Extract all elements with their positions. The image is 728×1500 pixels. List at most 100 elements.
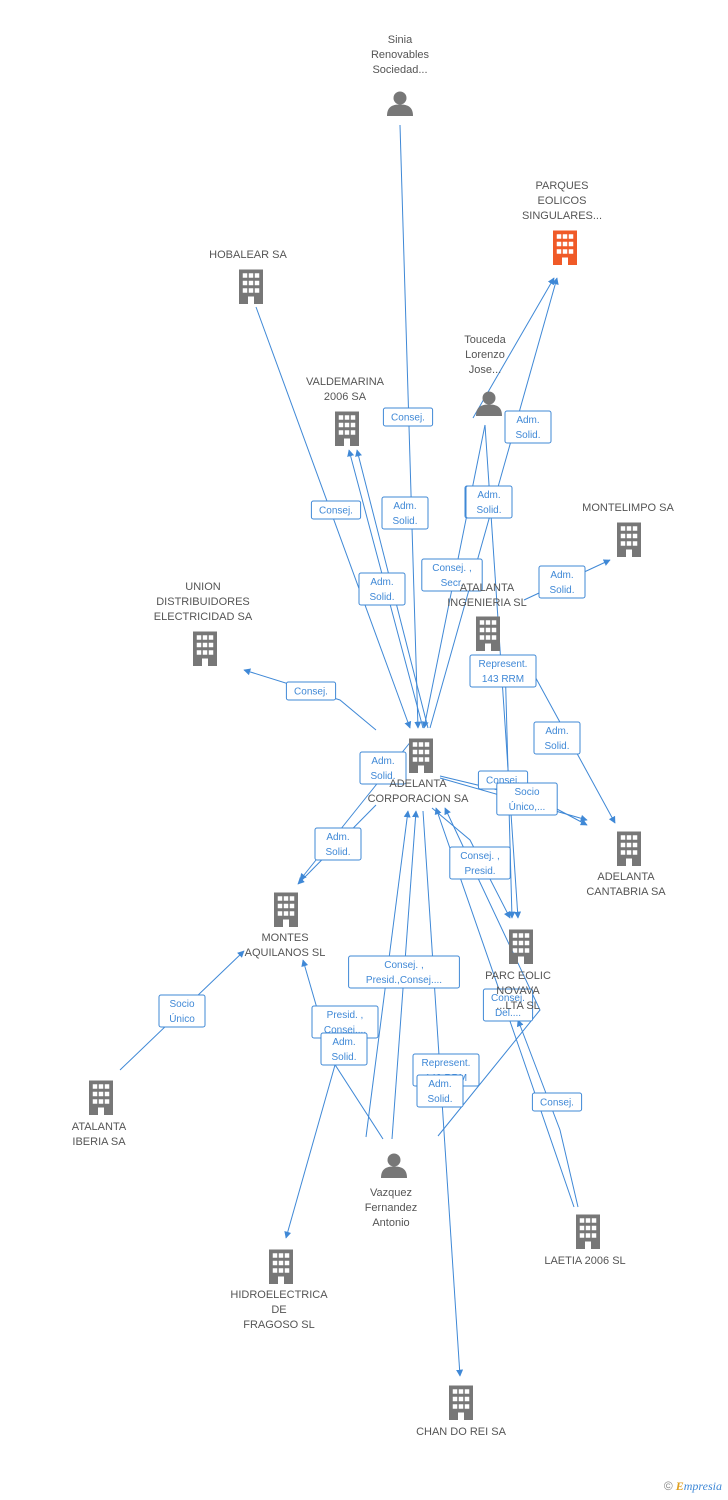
brand-name: mpresia: [683, 1479, 722, 1493]
node-label: CORPORACION SA: [368, 793, 470, 805]
building-icon: [274, 892, 298, 927]
node-label: DISTRIBUIDORES: [156, 596, 250, 608]
relation-label-box: [533, 721, 581, 755]
relation-label[interactable]: Presid. , Consej....: [311, 1005, 379, 1039]
relation-label-text: Presid. ,: [327, 1010, 364, 1021]
node-parques[interactable]: PARQUESEOLICOSSINGULARES...: [522, 180, 602, 265]
relation-label-text: Adm.: [326, 832, 349, 843]
building-icon: [335, 411, 359, 446]
node-label: Renovables: [371, 49, 430, 61]
relation-label-text: Consej. ,: [384, 960, 423, 971]
relation-label[interactable]: Adm.Solid.: [416, 1074, 464, 1108]
relation-label[interactable]: Adm. Solid.: [320, 1032, 368, 1066]
person-icon: [476, 391, 502, 416]
relation-label-text: Socio: [169, 999, 194, 1010]
edge-labels: Consej. Consej. Adm. Solid. Adm. Solid. Adm. So…: [158, 407, 586, 1112]
node-label: VALDEMARINA: [306, 376, 385, 388]
relation-label-text: Consej.: [486, 776, 520, 787]
node-atalanta_ing[interactable]: ATALANTA INGENIERIA SL: [447, 582, 527, 651]
relation-label-box: [285, 681, 337, 701]
relation-label-box: [359, 751, 407, 785]
relation-label-text: Único,...: [509, 800, 546, 813]
relation-label-box: [504, 410, 552, 444]
relation-label-text: Adm.: [516, 415, 539, 426]
relation-label-text: Adm.: [332, 1037, 355, 1048]
nodes: SiniaRenovablesSociedad...PARQUESEOLICOS…: [72, 34, 675, 1438]
relation-label-text: Consej.: [294, 687, 328, 698]
building-icon: [576, 1214, 600, 1249]
node-label: INGENIERIA SL: [447, 597, 526, 609]
node-label: EOLICOS: [538, 195, 587, 207]
relation-label[interactable]: Consej.: [285, 681, 337, 701]
relation-label-text: Adm.: [393, 501, 416, 512]
edge-vazquez-to-hidro: [284, 1064, 336, 1239]
relation-label[interactable]: Adm. Solid.: [504, 410, 552, 444]
relation-label[interactable]: Represent.143 RRM: [469, 654, 537, 688]
relation-label-text: Solid.: [515, 430, 540, 441]
relation-label-box: [320, 1032, 368, 1066]
relation-label[interactable]: Consej.: [310, 500, 362, 520]
relation-label[interactable]: Adm.Solid.: [538, 565, 586, 599]
node-label: ...LTA SL: [496, 1000, 540, 1012]
relation-label-box: [314, 827, 362, 861]
relation-label-text: Único: [169, 1012, 195, 1025]
relation-label-text: Solid.: [544, 741, 569, 752]
relation-label[interactable]: Adm.Solid.: [465, 485, 513, 519]
node-label: Vazquez: [370, 1187, 412, 1199]
relation-label[interactable]: Consej. ,Secr.: [421, 558, 483, 592]
relation-label[interactable]: Adm.Solid.: [381, 496, 429, 530]
node-touceda[interactable]: ToucedaLorenzoJose...: [464, 334, 507, 416]
relation-label[interactable]: Consej.Del....: [482, 988, 534, 1022]
relation-label-box: [310, 500, 362, 520]
relation-label-text: Adm.: [428, 1079, 451, 1090]
edge-laetia-to-adelanta_corp: [434, 807, 575, 1208]
node-label: Lorenzo: [465, 349, 505, 361]
node-label: Sinia: [388, 34, 413, 46]
relation-label[interactable]: Consej.: [382, 407, 434, 427]
node-montelimpo[interactable]: MONTELIMPO SA: [582, 502, 674, 557]
relation-label[interactable]: Consej. ,Presid.: [449, 846, 511, 880]
relation-label-text: Consej.: [391, 413, 425, 424]
relation-label-text: Consej....: [324, 1025, 366, 1036]
relation-label-box: [465, 485, 513, 519]
relation-label-text: Solid.: [549, 585, 574, 596]
relation-label-text: Adm.: [477, 490, 500, 501]
relation-label[interactable]: Consej. ,Presid.,Consej....: [348, 955, 460, 989]
relation-label[interactable]: Consej.: [531, 1092, 583, 1112]
relation-label[interactable]: Adm. Solid.: [359, 751, 407, 785]
node-label: MONTES: [261, 932, 308, 944]
node-label: ATALANTA: [460, 582, 515, 594]
node-label: ELECTRICIDAD SA: [154, 611, 253, 623]
relation-label-text: Solid.: [370, 771, 395, 782]
brand-mark[interactable]: ©Empresia: [664, 1479, 722, 1494]
node-label: MONTELIMPO SA: [582, 502, 674, 514]
relation-label[interactable]: Adm.Solid.: [314, 827, 362, 861]
relation-label-text: Solid.: [331, 1052, 356, 1063]
node-laetia[interactable]: LAETIA 2006 SL: [544, 1214, 626, 1268]
relation-label-text: Adm.: [371, 756, 394, 767]
node-hobalear[interactable]: HOBALEAR SA: [209, 249, 287, 304]
relation-label[interactable]: Adm.Solid.: [533, 721, 581, 755]
relation-label-box: [416, 1074, 464, 1108]
brand-initial: E: [675, 1479, 684, 1493]
edge-adelanta_corp-to-union: [243, 668, 377, 731]
node-chan[interactable]: CHAN DO REI SA: [416, 1385, 507, 1439]
relation-label-box: [348, 955, 460, 989]
relation-label-box: [531, 1092, 583, 1112]
relation-label[interactable]: Adm.Solid.: [358, 572, 406, 606]
relation-label[interactable]: SocioÚnico,...: [496, 782, 558, 816]
node-label: NOVAVA: [496, 985, 540, 997]
node-label: IBERIA SA: [72, 1136, 126, 1148]
node-sinia[interactable]: SiniaRenovablesSociedad...: [371, 34, 430, 116]
